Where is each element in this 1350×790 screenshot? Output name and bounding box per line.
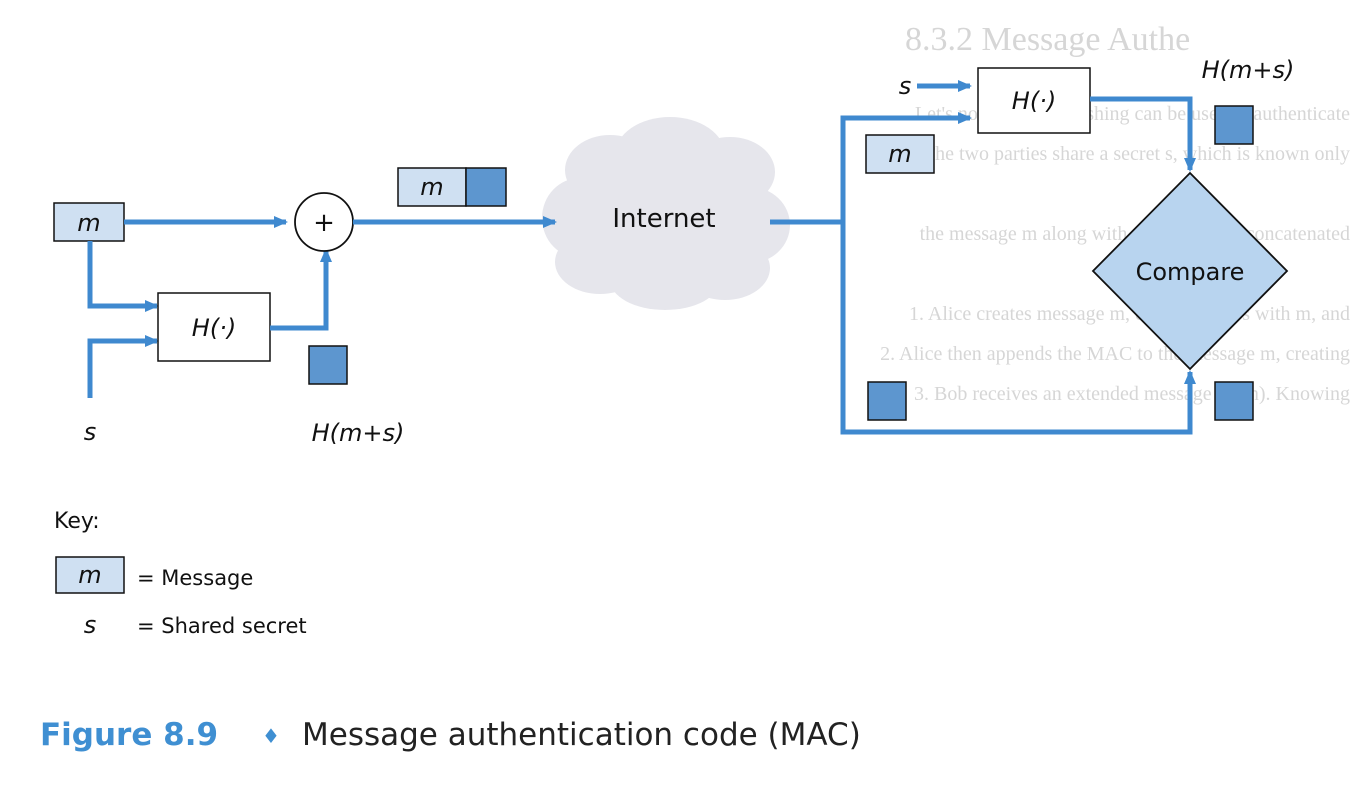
legend-message-desc: = Message: [137, 566, 253, 590]
transmitted-message-label: m: [420, 173, 443, 201]
sender-message-label: m: [77, 209, 100, 237]
caption-text: Message authentication code (MAC): [302, 717, 861, 753]
receiver-hash-box: [977, 67, 1091, 134]
received-mac-square-at-compare: [1214, 381, 1254, 421]
sender-hash-box: [157, 292, 271, 362]
transmitted-mac-square: [465, 167, 507, 207]
compare-diamond: [1091, 171, 1289, 371]
arrow-secret-to-hash: [87, 335, 159, 398]
arrow-message-to-receiver-hash: [840, 112, 972, 222]
compare-label: Compare: [1136, 258, 1245, 286]
legend-secret-desc: = Shared secret: [137, 614, 307, 638]
background-line: The two parties share a secret s, which …: [923, 143, 1350, 165]
sender-message-box: [53, 202, 125, 242]
arrow-receiver-hash-to-compare: [1090, 96, 1196, 172]
receiver-secret-label: s: [899, 72, 912, 100]
received-mac-square: [867, 381, 907, 421]
legend-title: Key:: [54, 509, 100, 534]
sender-side: m s H(·) + H(m+s) m: [53, 167, 557, 447]
legend-secret-symbol: s: [84, 611, 97, 639]
received-message-label: m: [888, 140, 911, 168]
sender-hash-output-square: [308, 345, 348, 385]
computed-mac-square: [1214, 105, 1254, 145]
background-line: 3. Bob receives an extended message (m, …: [914, 383, 1350, 405]
receiver-hash-output-label: H(m+s): [1202, 56, 1295, 84]
plus-label: +: [313, 208, 335, 238]
legend-message-symbol: m: [78, 561, 101, 589]
arrow-message-to-hash: [87, 241, 159, 312]
caption-bullet: ♦: [262, 724, 280, 748]
arrow-received-mac-to-compare: [840, 222, 1196, 435]
transmitted-message-box: [397, 167, 467, 207]
sender-hash-label: H(·): [192, 314, 236, 342]
background-heading: 8.3.2 Message Authe: [905, 21, 1190, 58]
arrow-hash-to-plus: [270, 248, 332, 331]
internet-label: Internet: [612, 204, 715, 234]
legend-message-box: [55, 556, 125, 594]
receiver-side: s H(·) H(m+s) m Compare: [770, 56, 1295, 435]
sender-hash-output-label: H(m+s): [312, 419, 405, 447]
internet-cloud: Internet: [542, 117, 790, 310]
figure-caption: Figure 8.9 ♦ Message authentication code…: [40, 717, 861, 753]
sender-secret-label: s: [84, 418, 97, 446]
background-line: 2. Alice then appends the MAC to the mes…: [880, 343, 1350, 365]
caption-number: Figure 8.9: [40, 717, 218, 753]
legend: Key: m = Message s = Shared secret: [54, 509, 307, 639]
received-message-box: [865, 134, 935, 174]
receiver-hash-label: H(·): [1012, 87, 1056, 115]
